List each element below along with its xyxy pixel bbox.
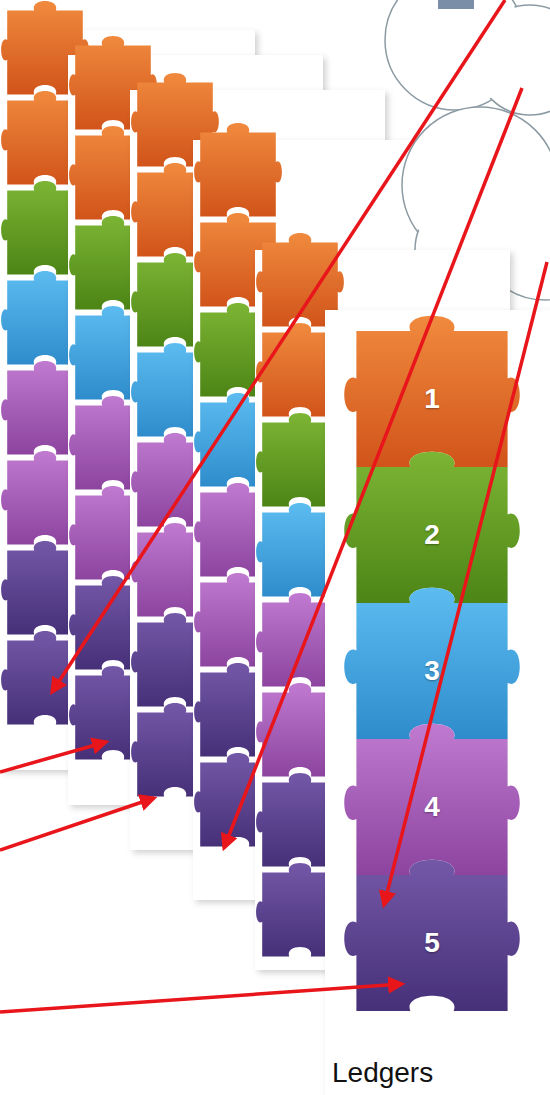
ledger-page xyxy=(325,310,550,1095)
red-arrow xyxy=(384,262,547,905)
caption-label: Ledgers xyxy=(332,1058,433,1089)
piece-number: 4 xyxy=(424,793,440,821)
piece-number: 3 xyxy=(424,657,440,685)
piece-number: 1 xyxy=(424,385,440,413)
server-icon xyxy=(438,0,474,9)
red-arrow xyxy=(0,798,154,850)
red-arrow xyxy=(52,0,505,692)
piece-number: 2 xyxy=(424,521,440,549)
puzzle-piece: 5 xyxy=(342,858,522,1028)
red-arrow xyxy=(0,742,106,772)
red-arrow xyxy=(0,984,402,1012)
piece-number: 5 xyxy=(424,929,440,957)
red-arrow xyxy=(224,88,522,848)
